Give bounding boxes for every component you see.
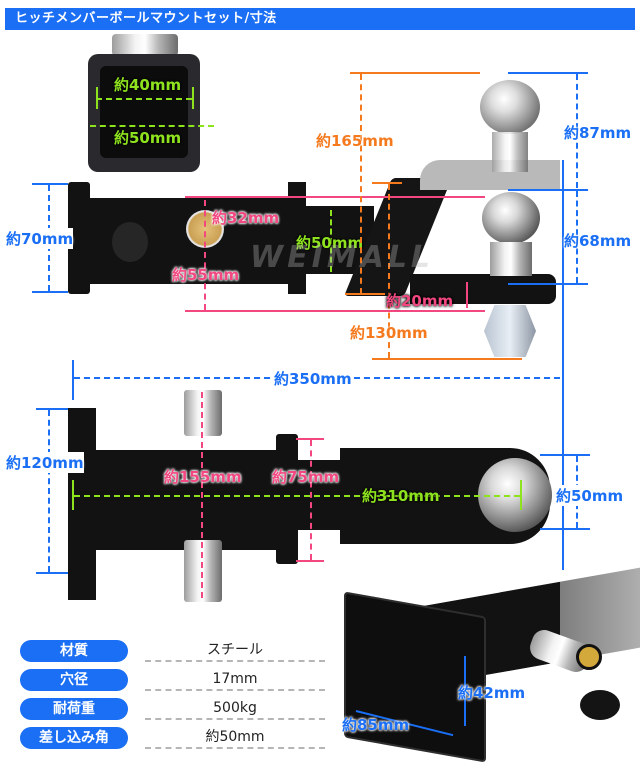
- pin-length-dim: 約155mm: [164, 468, 242, 486]
- spec-row-insert-size: 差し込み角 約50mm: [20, 727, 325, 749]
- spec-row-material: 材質 スチール: [20, 640, 325, 662]
- watermark: WEIMALL: [250, 240, 435, 275]
- pin-offset-dim: 約55mm: [172, 266, 240, 284]
- receiver-inner-dim: 約40mm: [114, 76, 182, 94]
- top-view: 約120mm 約155mm 約75mm 約310mm 約50mm: [0, 380, 640, 610]
- ball-diameter-dim: 約50mm: [556, 485, 624, 506]
- receiver-end-view: 約40mm 約50mm: [70, 32, 220, 180]
- bolt-hole-horizontal-dim: 約85mm: [342, 716, 410, 734]
- drop-height-dim: 約130mm: [350, 324, 428, 342]
- shank-height-dim: 約50mm: [296, 234, 364, 252]
- bolt-hole-vertical-dim: 約42mm: [458, 684, 526, 702]
- total-length-dim: 約350mm: [272, 368, 354, 389]
- spec-row-hole-diameter: 穴径 17mm: [20, 669, 325, 691]
- spec-value: スチール: [145, 640, 325, 662]
- spec-value: 500kg: [145, 698, 325, 720]
- spec-label: 材質: [20, 640, 128, 662]
- spec-value: 17mm: [145, 669, 325, 691]
- spec-label: 穴径: [20, 669, 128, 691]
- plate-width-dim: 約120mm: [6, 452, 84, 473]
- ball-upper-height-dim: 約87mm: [564, 124, 632, 142]
- plate-perspective-view: 約42mm 約85mm: [330, 560, 640, 768]
- spec-label: 差し込み角: [20, 727, 128, 749]
- shank-length-dim: 約310mm: [362, 487, 440, 505]
- spec-label: 耐荷重: [20, 698, 128, 720]
- collar-width-dim: 約75mm: [272, 468, 340, 486]
- side-view: 約70mm 約32mm 約55mm 約50mm 約165mm 約130mm 約2…: [0, 60, 640, 370]
- platform-thickness-dim: 約20mm: [386, 292, 454, 310]
- page-title: ヒッチメンバーボールマウントセット/寸法: [5, 8, 635, 30]
- plate-height-dim: 約70mm: [6, 228, 74, 249]
- receiver-outer-dim: 約50mm: [114, 129, 182, 147]
- mount-height-dim: 約165mm: [316, 132, 394, 150]
- ball-lower-height-dim: 約68mm: [564, 232, 632, 250]
- pin-hole-dim: 約32mm: [212, 209, 280, 227]
- spec-row-load-capacity: 耐荷重 500kg: [20, 698, 325, 720]
- spec-value: 約50mm: [145, 727, 325, 749]
